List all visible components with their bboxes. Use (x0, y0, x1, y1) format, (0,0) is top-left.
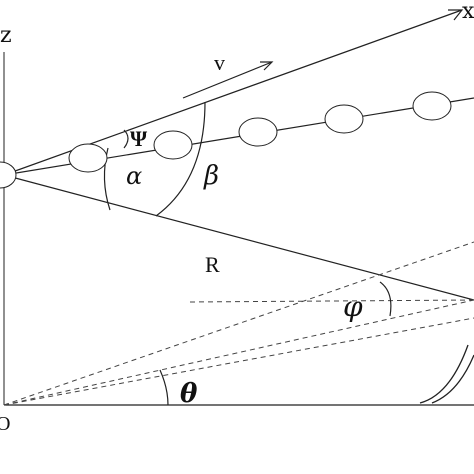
bottom-right-curve-2 (431, 354, 474, 404)
dashed-line-3 (3, 317, 474, 406)
velocity-arrowhead (260, 61, 274, 71)
psi-label: Ψ (130, 126, 148, 151)
drop-ellipse-5 (412, 91, 452, 121)
velocity-label: v (214, 50, 225, 75)
phi-arc (379, 281, 392, 317)
axis-x-label: x (462, 0, 474, 24)
range-line (3, 174, 474, 301)
dashed-line-2 (3, 299, 474, 406)
axis-z-label: z (0, 23, 12, 48)
dashed-line-1 (3, 241, 474, 406)
drop-ellipse-1 (68, 143, 108, 173)
dashed-line-4 (189, 299, 474, 303)
drop-ellipse-2 (153, 130, 193, 160)
theta-arc (159, 369, 169, 406)
beta-label: β (203, 161, 219, 191)
phi-label: φ (343, 290, 363, 323)
psi-arc (123, 129, 129, 149)
x-arrowhead (448, 9, 464, 21)
theta-label: θ (180, 379, 198, 409)
velocity-arrow (182, 61, 273, 99)
origin-label: O (0, 413, 10, 435)
alpha-label: α (126, 162, 142, 190)
range-label: R (205, 252, 220, 277)
drop-ellipse-0 (0, 161, 17, 189)
drop-ellipse-3 (238, 117, 278, 147)
alpha-arc (103, 147, 111, 211)
drop-ellipse-4 (324, 104, 364, 134)
bottom-right-curve-1 (419, 344, 469, 404)
beta-arc (155, 101, 206, 217)
